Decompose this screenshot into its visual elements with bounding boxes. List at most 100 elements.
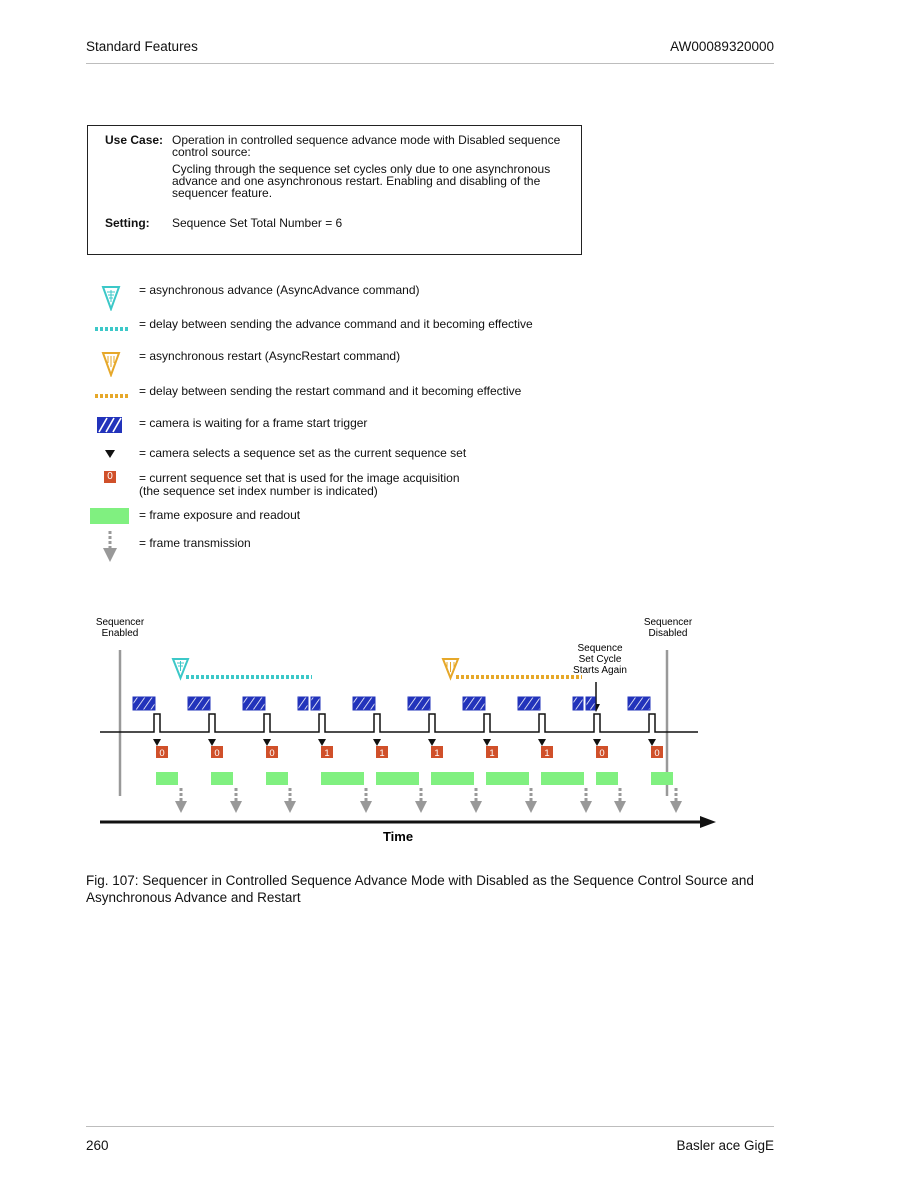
- use-case-detail-line: advance and one asynchronous restart. En…: [172, 174, 541, 188]
- waiting-hatch-block: [297, 696, 309, 711]
- legend-async-restart: = asynchronous restart (AsyncRestart com…: [139, 349, 401, 363]
- use-case-description: Operation in controlled sequence advance…: [172, 134, 572, 199]
- select-triangle: [648, 739, 656, 746]
- sequencer-disabled-label: Sequencer: [644, 617, 693, 628]
- timing-diagram: Sequencer Enabled Sequencer Disabled Seq…: [96, 617, 716, 844]
- set-index-label: 1: [434, 748, 439, 759]
- exposure-bar: [376, 772, 419, 785]
- exposure-bar: [596, 772, 618, 785]
- set-index-label: 0: [654, 748, 659, 759]
- async-restart-marker: [441, 658, 460, 681]
- select-triangle: [538, 739, 546, 746]
- set-index-box: [266, 746, 278, 758]
- use-case-box: Use Case: Operation in controlled sequen…: [87, 125, 582, 255]
- set-index-box: [541, 746, 553, 758]
- page-number: 260: [86, 1138, 109, 1153]
- async-advance-icon: [101, 286, 121, 311]
- waiting-hatch-icon: [97, 417, 122, 433]
- header-section-title: Standard Features: [86, 39, 198, 54]
- cycle-label: Sequence: [577, 643, 622, 654]
- set-index-label: 1: [324, 748, 329, 759]
- header-document-number: AW00089320000: [670, 39, 774, 54]
- exposure-bar: [486, 772, 529, 785]
- footer-rule: [86, 1126, 774, 1127]
- set-index-box: [211, 746, 223, 758]
- select-triangle-icon: [105, 450, 115, 458]
- async-restart-icon: [101, 352, 121, 377]
- async-advance-marker: [171, 658, 190, 681]
- exposure-bar: [431, 772, 474, 785]
- advance-delay-icon: [95, 327, 129, 331]
- waiting-hatch-block: [572, 696, 584, 711]
- legend-restart-delay: = delay between sending the restart comm…: [139, 384, 522, 398]
- select-triangle: [593, 739, 601, 746]
- set-index-box: [321, 746, 333, 758]
- waiting-hatch-block: [627, 696, 651, 711]
- exposure-bar: [541, 772, 584, 785]
- exposure-bar-icon: [90, 508, 129, 524]
- figure-caption: Fig. 107: Sequencer in Controlled Sequen…: [86, 872, 786, 906]
- waiting-hatch-block: [242, 696, 266, 711]
- cycle-label: Starts Again: [573, 665, 627, 676]
- set-index-box-icon: 0: [104, 471, 116, 483]
- exposure-bar: [156, 772, 178, 785]
- waiting-hatch-block: [187, 696, 211, 711]
- waiting-hatch-block: [407, 696, 431, 711]
- figure-caption-line: Asynchronous Advance and Restart: [86, 890, 301, 905]
- setting-text: Sequence Set Total Number = 6: [172, 216, 343, 230]
- use-case-line: control source:: [172, 145, 251, 159]
- header-rule: [86, 63, 774, 64]
- legend-current-set: = current sequence set that is used for …: [139, 472, 460, 497]
- transmission-arrow: [614, 801, 626, 813]
- legend-selects: = camera selects a sequence set as the c…: [139, 446, 467, 460]
- transmission-arrow: [415, 801, 427, 813]
- transmission-arrow: [284, 801, 296, 813]
- set-index-label: 1: [489, 748, 494, 759]
- use-case-label: Use Case:: [105, 133, 164, 147]
- sequencer-enabled-label: Enabled: [102, 628, 139, 639]
- waiting-hatch-block: [310, 696, 321, 711]
- legend-current-set-line: = current sequence set that is used for …: [139, 471, 460, 485]
- select-triangle: [483, 739, 491, 746]
- set-index-label: 0: [599, 748, 604, 759]
- sequencer-disabled-label: Disabled: [649, 628, 688, 639]
- set-index-box: [486, 746, 498, 758]
- select-triangle: [153, 739, 161, 746]
- set-index-box: [156, 746, 168, 758]
- set-index-label: 0: [214, 748, 219, 759]
- legend-advance-delay: = delay between sending the advance comm…: [139, 317, 533, 331]
- waiting-hatch-block: [352, 696, 376, 711]
- figure-caption-line: Fig. 107: Sequencer in Controlled Sequen…: [86, 873, 754, 888]
- set-index-label: 1: [544, 748, 549, 759]
- set-index-label: 1: [379, 748, 384, 759]
- sequencer-enabled-label: Sequencer: [96, 617, 145, 628]
- use-case-detail-line: sequencer feature.: [172, 186, 273, 200]
- use-case-line: Operation in controlled sequence advance…: [172, 133, 561, 147]
- transmission-arrow: [360, 801, 372, 813]
- transmission-arrow-icon: [103, 531, 117, 562]
- trigger-signal-line: [100, 713, 698, 733]
- cycle-label: Set Cycle: [579, 654, 622, 665]
- set-index-label: 0: [269, 748, 274, 759]
- set-index-box: [376, 746, 388, 758]
- set-index-box: [651, 746, 663, 758]
- time-axis-label: Time: [383, 829, 413, 844]
- exposure-bar: [651, 772, 673, 785]
- waiting-hatch-block: [132, 696, 156, 711]
- exposure-bar: [321, 772, 364, 785]
- use-case-detail-line: Cycling through the sequence set cycles …: [172, 162, 551, 176]
- legend-transmission: = frame transmission: [139, 536, 251, 550]
- legend-waiting: = camera is waiting for a frame start tr…: [139, 416, 368, 430]
- restart-delay-icon: [95, 394, 129, 398]
- transmission-arrow: [470, 801, 482, 813]
- waiting-hatch-block: [462, 696, 486, 711]
- set-index-box: [431, 746, 443, 758]
- waiting-hatch-block: [517, 696, 541, 711]
- select-triangle: [373, 739, 381, 746]
- select-triangle: [318, 739, 326, 746]
- set-index-box: [596, 746, 608, 758]
- setting-label: Setting:: [105, 216, 150, 230]
- exposure-bar: [266, 772, 288, 785]
- time-axis-arrowhead: [700, 816, 716, 828]
- transmission-arrow: [525, 801, 537, 813]
